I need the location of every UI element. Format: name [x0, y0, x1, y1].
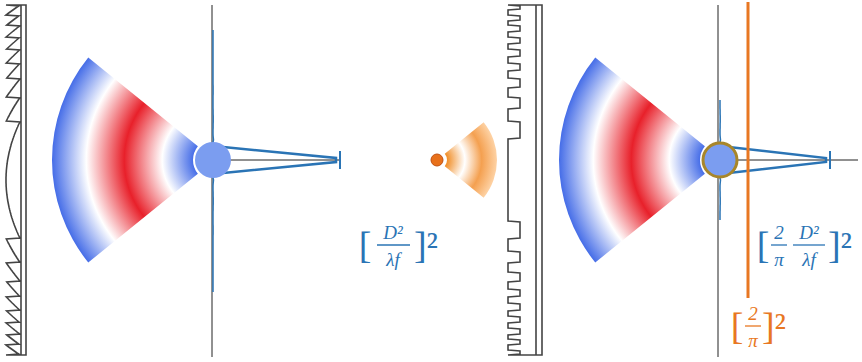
- source-dot: [431, 154, 443, 166]
- denominator: λf: [802, 250, 816, 269]
- peak-spike: [213, 146, 336, 174]
- denominator: π: [748, 331, 758, 350]
- bracket: [: [757, 226, 770, 264]
- numerator: D²: [799, 223, 818, 242]
- focal-plane: [718, 5, 719, 357]
- fraction-bar: [745, 325, 761, 326]
- efficiency-line: [747, 2, 750, 298]
- focal-spot: [195, 142, 231, 178]
- denominator: π: [774, 250, 784, 269]
- binary-lens: [508, 5, 542, 355]
- numerator: 2: [774, 223, 784, 242]
- wavefront: [52, 58, 198, 263]
- focal-spot: [703, 143, 737, 177]
- bracket: [: [359, 226, 372, 264]
- wavefront: [559, 58, 705, 263]
- peak-tick: [339, 151, 341, 169]
- fraction-bar: [771, 244, 787, 245]
- focal-plane: [212, 5, 213, 357]
- numerator: 2: [748, 304, 758, 323]
- fraction-bar: [793, 244, 825, 245]
- wavefront: [445, 122, 497, 197]
- axis: [213, 160, 340, 161]
- peak-tick: [829, 151, 831, 169]
- bracket: ]²: [762, 307, 786, 345]
- bracket: [: [731, 307, 744, 345]
- axis: [720, 160, 858, 161]
- denominator: λf: [386, 250, 400, 269]
- numerator: D²: [383, 223, 402, 242]
- bracket: ]²: [414, 226, 438, 264]
- fraction-bar: [377, 244, 410, 245]
- bracket: ]²: [828, 226, 852, 264]
- kinoform-lens: [6, 5, 26, 355]
